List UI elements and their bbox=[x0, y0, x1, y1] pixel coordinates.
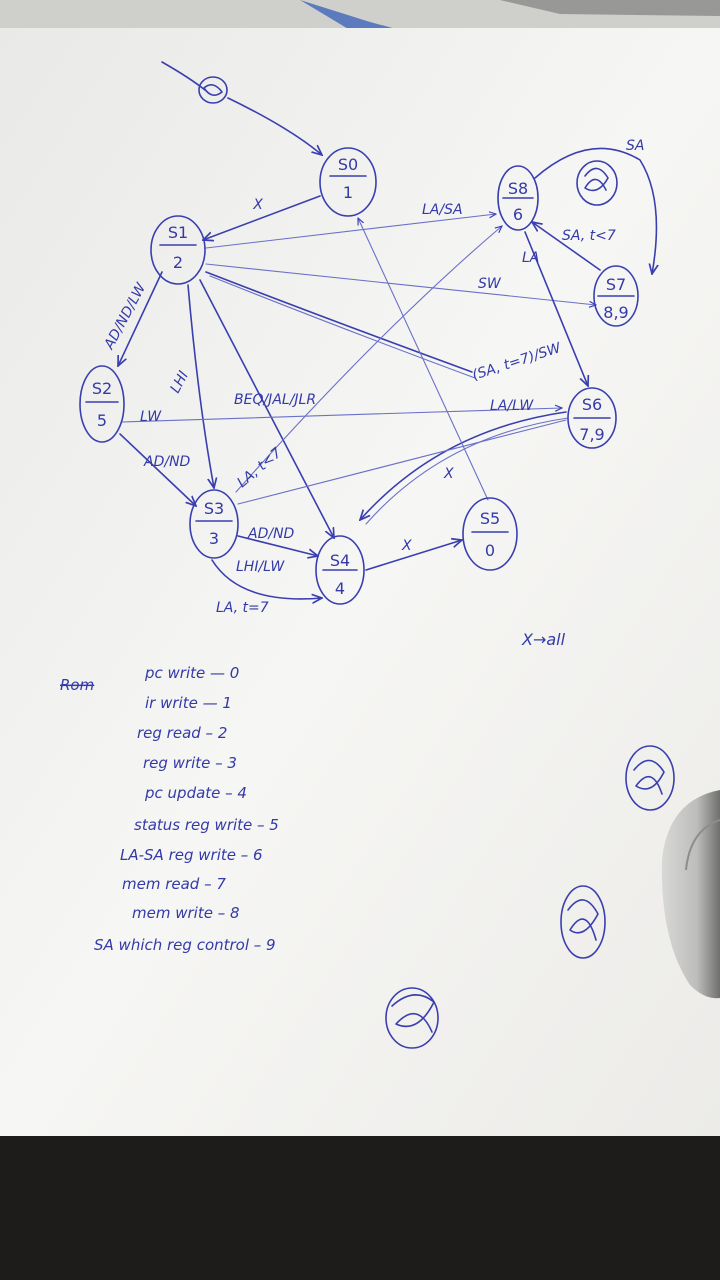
edge-s2-s6 bbox=[121, 408, 562, 423]
state-s2: S2 5 bbox=[79, 365, 125, 443]
label-s6-s4: LA/LW bbox=[490, 398, 534, 414]
state-s3-output: 3 bbox=[209, 529, 219, 548]
edge-s3-s4-a bbox=[237, 535, 318, 556]
label-s1-s4: BEQ/JAL/JLR bbox=[234, 392, 316, 408]
state-s7-name: S7 bbox=[606, 275, 626, 294]
legend-item: SA which reg control – 9 bbox=[94, 936, 276, 954]
state-s1-name: S1 bbox=[168, 223, 188, 242]
edge-s1-s4 bbox=[199, 279, 334, 538]
edge-s1-s8 bbox=[205, 214, 496, 249]
edge-s1-s3 bbox=[187, 284, 214, 488]
edge-s1-s2 bbox=[118, 271, 163, 366]
scribble-mark bbox=[385, 987, 439, 1049]
label-s7-s8: SA, t<7 bbox=[562, 228, 616, 244]
state-s0-output: 1 bbox=[343, 183, 353, 202]
computer-mouse bbox=[661, 790, 720, 999]
edge-s8-s6 bbox=[524, 231, 588, 386]
legend-item: status reg write – 5 bbox=[134, 816, 279, 834]
state-s8: S8 6 bbox=[497, 165, 539, 231]
edge-s8-s7 bbox=[534, 147, 656, 274]
state-s7-output: 8,9 bbox=[603, 303, 628, 322]
state-s7: S7 8,9 bbox=[593, 265, 639, 327]
edge-s7-s1 bbox=[205, 271, 473, 373]
paper-sheet bbox=[0, 28, 720, 1136]
legend-item: mem write – 8 bbox=[132, 904, 240, 922]
state-s5-name: S5 bbox=[480, 509, 500, 528]
legend-item: pc write — 0 bbox=[144, 664, 239, 682]
legend-item: mem read – 7 bbox=[122, 875, 226, 893]
label-s3-s4-b: LHI/LW bbox=[236, 559, 285, 575]
edge-s0-s1 bbox=[203, 195, 321, 240]
edge-s5-s0 bbox=[358, 218, 489, 501]
label-s2-s6: LW bbox=[140, 409, 162, 425]
label-s2-s3: AD/ND bbox=[143, 454, 191, 470]
state-s1-output: 2 bbox=[173, 253, 183, 272]
scribble-mark bbox=[560, 885, 606, 959]
legend-item: ir write — 1 bbox=[145, 694, 232, 712]
state-s5: S5 0 bbox=[462, 497, 518, 571]
signal-legend: Rom pc write — 0 ir write — 1 reg read –… bbox=[60, 664, 279, 954]
state-s0: S0 1 bbox=[319, 147, 377, 217]
edge-s3-s8 bbox=[235, 226, 502, 493]
transition-edges bbox=[118, 61, 656, 599]
state-s5-output: 0 bbox=[485, 541, 495, 560]
state-s8-output: 6 bbox=[513, 205, 523, 224]
edge-s4-s5 bbox=[365, 540, 462, 571]
state-s2-name: S2 bbox=[92, 379, 112, 398]
state-s2-output: 5 bbox=[97, 411, 107, 430]
label-s5-s0: X bbox=[443, 466, 454, 482]
label-s8-s7: SA bbox=[626, 138, 644, 154]
start-node bbox=[198, 76, 228, 104]
label-s4-s5: X bbox=[401, 538, 412, 554]
scribble-mark bbox=[625, 745, 675, 811]
state-s3: S3 3 bbox=[189, 489, 239, 559]
state-s3-name: S3 bbox=[204, 499, 224, 518]
edge-s6-s4 bbox=[360, 411, 567, 520]
label-s0-s1: X bbox=[252, 197, 263, 213]
state-s8-name: S8 bbox=[508, 179, 528, 198]
state-s1: S1 2 bbox=[150, 215, 206, 285]
label-s1-s7: SW bbox=[478, 276, 502, 292]
legend-item: pc update – 4 bbox=[144, 784, 247, 802]
pen bbox=[300, 0, 400, 30]
legend-item: reg write – 3 bbox=[143, 754, 237, 772]
state-s6-output: 7,9 bbox=[579, 425, 604, 444]
label-s3-s4-c: LA, t=7 bbox=[216, 600, 269, 616]
state-s4: S4 4 bbox=[315, 535, 365, 605]
x-all-note: X→all bbox=[521, 630, 566, 649]
edge-s3-s4-c bbox=[211, 559, 322, 599]
state-s6-name: S6 bbox=[582, 395, 602, 414]
legend-header: Rom bbox=[60, 676, 94, 694]
legend-item: LA-SA reg write – 6 bbox=[120, 846, 263, 864]
state-nodes: S0 1 S1 2 S2 5 S3 3 S4 4 bbox=[79, 76, 639, 605]
scribbles bbox=[385, 160, 675, 1049]
label-s3-s4-a: AD/ND bbox=[247, 526, 295, 542]
label-s1-s8: LA/SA bbox=[422, 202, 463, 218]
label-s8-s6: LA bbox=[522, 250, 539, 266]
edge-s7-s8 bbox=[532, 222, 601, 271]
state-s4-name: S4 bbox=[330, 551, 350, 570]
state-s4-output: 4 bbox=[335, 579, 345, 598]
legend-item: reg read – 2 bbox=[137, 724, 227, 742]
state-s6: S6 7,9 bbox=[567, 387, 617, 449]
edge-s2-s3 bbox=[119, 433, 196, 506]
scribble-mark bbox=[576, 160, 618, 206]
state-s0-name: S0 bbox=[338, 155, 358, 174]
edge-s1-s7 bbox=[205, 263, 596, 305]
